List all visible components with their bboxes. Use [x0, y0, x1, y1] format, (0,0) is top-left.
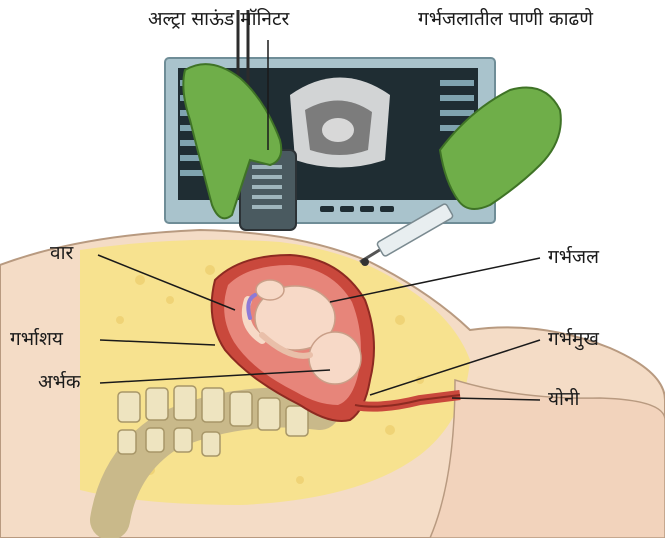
label-ultrasound-monitor: अल्ट्रा साऊंड मॉनिटर — [148, 10, 289, 29]
label-uterus: गर्भाशय — [10, 330, 63, 349]
label-fetus: अर्भक — [38, 373, 80, 392]
label-amniotic-fluid: गर्भजल — [548, 248, 599, 267]
label-amniotic-fluid-extraction: गर्भजलातील पाणी काढणे — [418, 10, 593, 29]
label-vagina: योनी — [548, 390, 579, 409]
label-cervix: गर्भमुख — [548, 330, 599, 349]
label-placenta: वार — [50, 244, 73, 263]
